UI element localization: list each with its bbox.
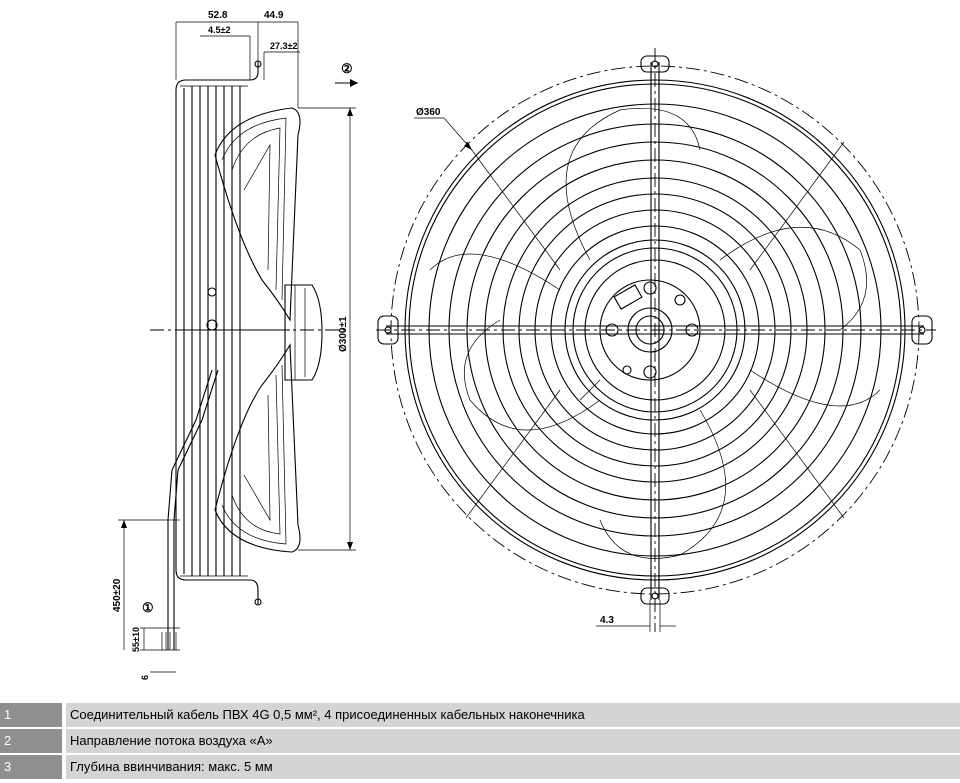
dimension-4-5-label: 4.5±2 xyxy=(208,25,230,35)
legend-row: 2 Направление потока воздуха «A» xyxy=(0,729,960,753)
dimension-450: 450±20 xyxy=(112,519,164,650)
upper-blade xyxy=(214,107,301,322)
legend-row: 1 Соединительный кабель ПВХ 4G 0,5 мм², … xyxy=(0,703,960,727)
dimension-4-5: 4.5±2 xyxy=(200,25,251,80)
motor-front xyxy=(572,247,738,413)
side-view: 52.8 44.9 4.5±2 27.3±2 ② xyxy=(112,10,358,680)
dimension-360-label: Ø360 xyxy=(416,107,441,118)
guard-wires-side xyxy=(175,60,262,606)
legend-table: 1 Соединительный кабель ПВХ 4G 0,5 мм², … xyxy=(0,703,960,781)
motor-hub xyxy=(284,284,323,381)
dimension-52-8-label: 52.8 xyxy=(208,10,228,21)
dimension-360: Ø360 xyxy=(414,107,473,151)
dimension-4-3-label: 4.3 xyxy=(600,615,614,626)
guard-struts xyxy=(386,62,924,600)
fan-blades-front xyxy=(429,107,881,559)
dimension-55-label: 55±10 xyxy=(131,627,141,652)
dimension-6: 6 xyxy=(140,671,176,680)
dimension-55: 55±10 xyxy=(131,627,160,652)
dimension-27-3: 27.3±2 xyxy=(263,41,300,80)
dimension-300-label: Ø300±1 xyxy=(338,316,349,352)
airflow-marker: ② xyxy=(341,61,353,76)
legend-description: Направление потока воздуха «A» xyxy=(66,729,960,753)
dimension-44-9: 44.9 xyxy=(258,10,299,108)
dimension-52-8: 52.8 xyxy=(175,10,259,80)
lower-blade xyxy=(214,343,301,553)
legend-description: Соединительный кабель ПВХ 4G 0,5 мм², 4 … xyxy=(66,703,960,727)
legend-number: 3 xyxy=(0,755,62,779)
legend-number: 2 xyxy=(0,729,62,753)
front-view: Ø360 4.3 xyxy=(376,48,936,632)
dimension-4-3: 4.3 xyxy=(596,600,676,632)
dimension-300: Ø300±1 xyxy=(298,107,356,551)
mounting-feet xyxy=(377,55,933,605)
cable-marker: ① xyxy=(142,600,154,615)
airflow-direction-arrow: ② xyxy=(335,61,358,87)
connection-cable xyxy=(167,369,213,650)
legend-row: 3 Глубина ввинчивания: макс. 5 мм xyxy=(0,755,960,779)
dimension-6-label: 6 xyxy=(140,675,150,680)
dimension-44-9-label: 44.9 xyxy=(264,10,284,21)
legend-number: 1 xyxy=(0,703,62,727)
dimension-450-label: 450±20 xyxy=(112,578,123,612)
legend-description: Глубина ввинчивания: макс. 5 мм xyxy=(66,755,960,779)
fan-technical-drawing: 52.8 44.9 4.5±2 27.3±2 ② xyxy=(112,10,936,680)
dimension-27-3-label: 27.3±2 xyxy=(270,41,297,51)
guard-rings xyxy=(404,79,906,581)
